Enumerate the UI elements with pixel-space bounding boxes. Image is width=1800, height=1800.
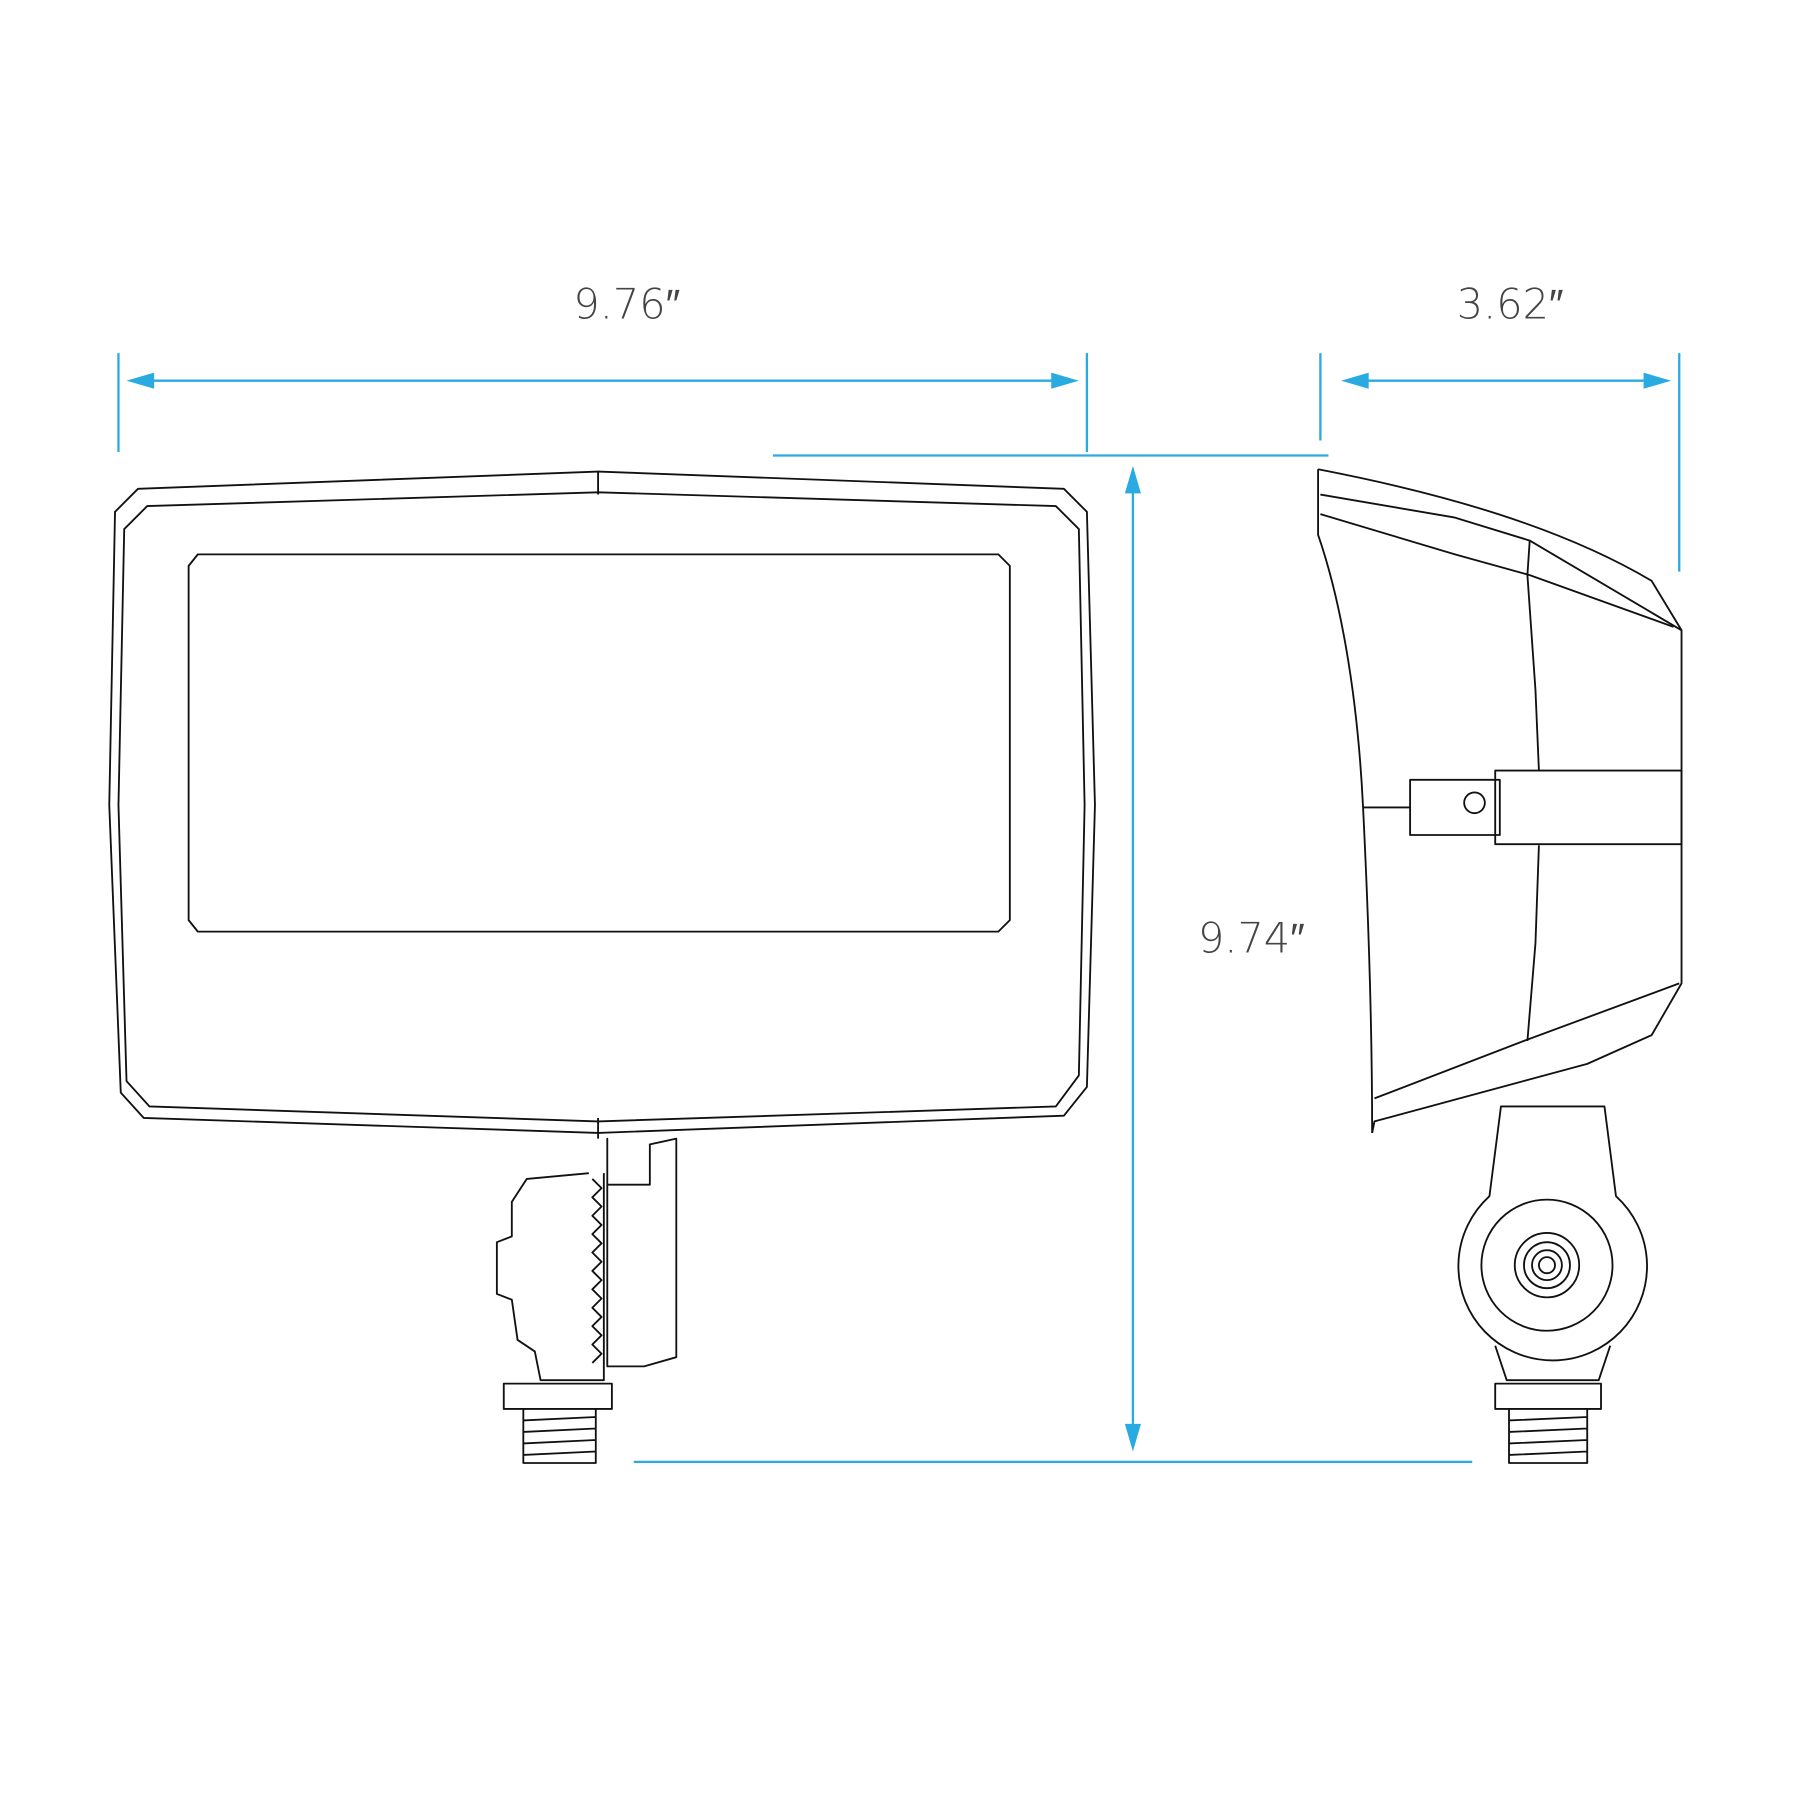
lens-panel <box>187 553 1011 933</box>
side-view-fixture <box>1317 468 1683 1464</box>
width-label: 9.76″ <box>573 281 680 329</box>
front-view-fixture <box>108 470 1096 1464</box>
knuckle-mount <box>606 1137 678 1368</box>
knuckle-side <box>1457 1105 1648 1362</box>
height-label: 9.74″ <box>1198 914 1305 962</box>
height-dimension: 9.74″ <box>633 454 1473 1464</box>
depth-label: 3.62″ <box>1457 281 1564 329</box>
side-bracket <box>1409 778 1501 836</box>
depth-dimension: 3.62″ <box>1319 281 1681 572</box>
width-dimension: 9.76″ <box>117 281 1089 453</box>
